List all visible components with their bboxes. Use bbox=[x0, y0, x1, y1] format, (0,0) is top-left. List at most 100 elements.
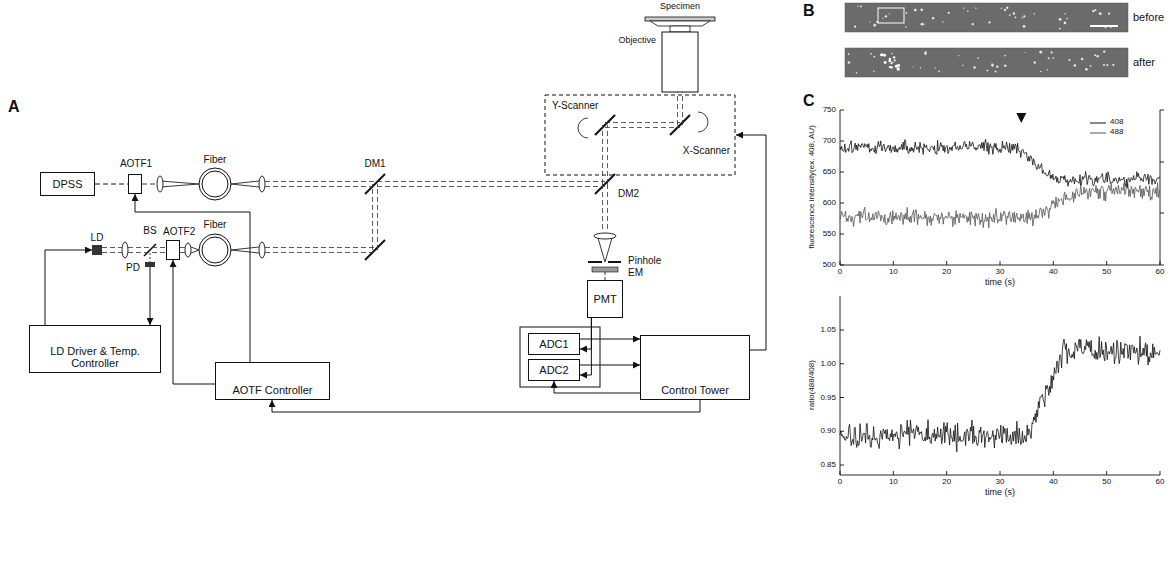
laser-beam bbox=[607, 184, 608, 232]
tick-label: 1.05 bbox=[820, 326, 836, 335]
controller-box: AOTF Controller bbox=[215, 362, 330, 400]
cell-spot bbox=[1004, 64, 1006, 66]
panel-letter: A bbox=[8, 98, 20, 116]
part-label: DM1 bbox=[364, 158, 385, 169]
tick-mark bbox=[1053, 261, 1054, 265]
laser-beam bbox=[128, 247, 166, 248]
cell-spot bbox=[1051, 51, 1053, 53]
laser-beam bbox=[231, 247, 259, 250]
tick-label: 0 bbox=[838, 268, 842, 277]
scan-mirror bbox=[595, 115, 615, 135]
cell-spot bbox=[972, 23, 974, 25]
legend-label: 488 bbox=[1110, 128, 1123, 137]
specimen-slide bbox=[645, 17, 715, 21]
stimulus-marker bbox=[1016, 113, 1026, 123]
cell-spot bbox=[1094, 54, 1096, 56]
laser-beam bbox=[180, 252, 185, 253]
cell-spot bbox=[1048, 57, 1050, 59]
tick-mark bbox=[1053, 471, 1054, 475]
legend-line bbox=[1090, 133, 1106, 134]
data-trace bbox=[840, 183, 1160, 228]
objective-tip bbox=[670, 26, 690, 32]
cell-spot bbox=[913, 66, 914, 67]
cell-spot bbox=[848, 61, 851, 64]
cell-spot bbox=[967, 10, 969, 12]
tick-label: 10 bbox=[889, 268, 898, 277]
cell-spot bbox=[882, 18, 883, 19]
cell-spot bbox=[1004, 9, 1006, 11]
cell-spot bbox=[1066, 18, 1068, 20]
component-label: AOTF Controller bbox=[228, 382, 316, 399]
cell-spot bbox=[1092, 10, 1095, 13]
objective-body bbox=[662, 32, 698, 92]
tick-label: 50 bbox=[1102, 478, 1111, 487]
laser-diode bbox=[92, 245, 102, 255]
component-label: Control Tower bbox=[657, 382, 733, 399]
tick-label: 1.00 bbox=[820, 359, 836, 368]
cell-spot bbox=[1103, 50, 1105, 52]
cell-spot bbox=[1085, 68, 1088, 71]
laser-beam bbox=[602, 184, 603, 232]
part-label: Pinhole bbox=[628, 255, 661, 266]
data-trace bbox=[840, 336, 1160, 452]
cell-spot bbox=[860, 5, 862, 7]
axis-title: fluorescence intensity(ex. 408, AU) bbox=[808, 125, 817, 249]
tick-label: 40 bbox=[1049, 478, 1058, 487]
cell-spot bbox=[873, 24, 876, 27]
tick-label: 0.95 bbox=[820, 393, 836, 402]
part-label: Specimen bbox=[660, 2, 700, 12]
cell-spot bbox=[1074, 64, 1077, 67]
tick-mark bbox=[1160, 162, 1164, 163]
cell-spot bbox=[885, 15, 887, 17]
scanner-housing bbox=[545, 95, 735, 175]
axis-title: time (s) bbox=[985, 278, 1015, 288]
cell-spot bbox=[925, 51, 927, 53]
tick-mark bbox=[840, 465, 844, 466]
signal-line bbox=[173, 260, 215, 384]
laser-beam bbox=[231, 184, 259, 187]
laser-beam bbox=[265, 247, 375, 248]
lens bbox=[594, 233, 616, 239]
tick-mark bbox=[840, 172, 844, 173]
tick-mark bbox=[1106, 261, 1107, 265]
micrograph bbox=[845, 48, 1128, 77]
dichroic-mirror bbox=[365, 174, 385, 194]
cell-spot bbox=[962, 65, 963, 66]
part-label: EM bbox=[628, 267, 643, 278]
tick-label: 10 bbox=[889, 478, 898, 487]
image-caption: before bbox=[1133, 11, 1164, 23]
cell-spot bbox=[1096, 55, 1098, 57]
tick-label: 50 bbox=[1102, 268, 1111, 277]
aotf-box: AOTF1 bbox=[128, 174, 142, 194]
tick-label: 750 bbox=[823, 106, 836, 115]
tick-label: 650 bbox=[823, 168, 836, 177]
scan-mirror bbox=[670, 115, 690, 135]
signal-line bbox=[580, 365, 640, 366]
part-label: LD bbox=[91, 232, 104, 243]
signal-line bbox=[95, 184, 128, 185]
laser-beam bbox=[160, 184, 199, 187]
component-label: ADC1 bbox=[535, 336, 572, 353]
aotf-box: AOTF2 bbox=[166, 240, 180, 260]
laser-beam bbox=[180, 247, 185, 248]
cell-spot bbox=[995, 70, 997, 72]
laser-beam bbox=[231, 250, 259, 253]
cell-spot bbox=[1103, 64, 1105, 66]
signal-line bbox=[580, 339, 640, 340]
fiber-coil bbox=[199, 168, 231, 200]
cell-spot bbox=[1015, 17, 1017, 19]
cell-spot bbox=[975, 8, 976, 9]
component-label: AOTF2 bbox=[163, 226, 195, 238]
data-trace bbox=[840, 139, 1160, 188]
tick-label: 0.85 bbox=[820, 461, 836, 470]
tick-label: 40 bbox=[1049, 268, 1058, 277]
tick-mark bbox=[1000, 471, 1001, 475]
axis-title: time (s) bbox=[985, 488, 1015, 498]
legend-label: 408 bbox=[1110, 118, 1123, 127]
cell-spot bbox=[1023, 15, 1025, 17]
tick-mark bbox=[840, 203, 844, 204]
cell-spot bbox=[1090, 65, 1092, 67]
tick-mark bbox=[1000, 261, 1001, 265]
